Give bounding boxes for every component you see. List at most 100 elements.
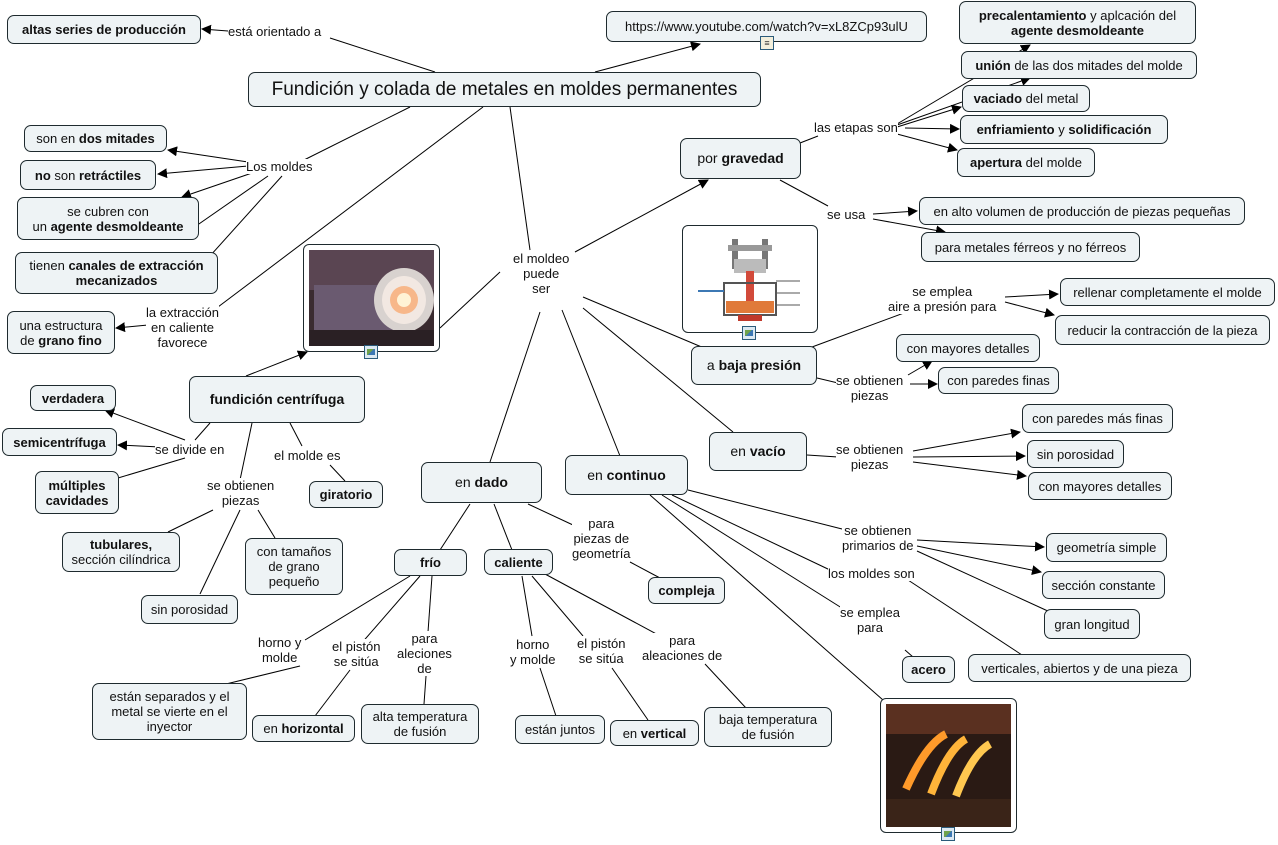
node-mayores-detalles-bp[interactable]: con mayores detalles bbox=[896, 334, 1040, 362]
node-verdadera[interactable]: verdadera bbox=[30, 385, 116, 411]
compleja-text: compleja bbox=[658, 583, 715, 598]
baja-temperatura-text: baja temperatura de fusión bbox=[718, 712, 818, 742]
image-centrifugal-casting[interactable] bbox=[303, 244, 440, 352]
node-por-gravedad[interactable]: por gravedad bbox=[680, 138, 801, 179]
giratorio-text: giratorio bbox=[319, 487, 373, 502]
node-horizontal[interactable]: en horizontal bbox=[252, 715, 355, 742]
rellenar-text: rellenar completamente el molde bbox=[1073, 284, 1262, 300]
node-union[interactable]: unión de las dos mitades del molde bbox=[961, 51, 1197, 79]
node-paredes-finas[interactable]: con paredes finas bbox=[938, 367, 1059, 394]
node-seccion-constante[interactable]: sección constante bbox=[1042, 571, 1165, 599]
node-semicentrifuga[interactable]: semicentrífuga bbox=[2, 428, 117, 456]
label-obtienen-centrifuga: se obtienen piezas bbox=[207, 478, 275, 508]
text-part: son bbox=[50, 167, 79, 183]
mayores-detalles-text: con mayores detalles bbox=[1038, 478, 1162, 494]
node-canales-extraccion[interactable]: tienen canales de extracción mecanizados bbox=[15, 252, 218, 294]
node-giratorio[interactable]: giratorio bbox=[309, 481, 383, 508]
node-enfriamiento[interactable]: enfriamiento y solidificación bbox=[960, 115, 1168, 144]
label-aleaciones-frio: para aleciones de bbox=[397, 631, 452, 676]
text-bold: unión bbox=[975, 57, 1011, 73]
node-en-dado[interactable]: en dado bbox=[421, 462, 542, 503]
node-vertical[interactable]: en vertical bbox=[610, 720, 699, 746]
reducir-text: reducir la contracción de la pieza bbox=[1067, 322, 1258, 338]
node-sin-porosidad-vacio[interactable]: sin porosidad bbox=[1027, 440, 1124, 468]
label-aleaciones-caliente: para aleaciones de bbox=[642, 633, 723, 663]
text-bold: precalentamiento bbox=[978, 7, 1087, 23]
main-topic-node[interactable]: Fundición y colada de metales en moldes … bbox=[248, 72, 761, 107]
centrifugal-casting-photo bbox=[309, 250, 434, 346]
separados-text: están separados y el metal se vierte en … bbox=[109, 689, 230, 734]
node-en-continuo[interactable]: en continuo bbox=[565, 455, 688, 495]
node-gran-longitud[interactable]: gran longitud bbox=[1044, 609, 1140, 639]
node-alto-volumen[interactable]: en alto volumen de producción de piezas … bbox=[919, 197, 1245, 225]
node-vaciado[interactable]: vaciado del metal bbox=[962, 85, 1090, 112]
text-bold: retráctiles bbox=[78, 167, 142, 183]
node-fundicion-centrifuga[interactable]: fundición centrífuga bbox=[189, 376, 365, 423]
sin-porosidad-text: sin porosidad bbox=[150, 602, 229, 617]
image-continuous-casting[interactable] bbox=[880, 698, 1017, 833]
multiples-text: múltiples cavidades bbox=[45, 477, 109, 508]
verdadera-text: verdadera bbox=[41, 390, 105, 406]
node-geometria-simple[interactable]: geometría simple bbox=[1046, 533, 1167, 562]
node-metales-ferreos[interactable]: para metales férreos y no férreos bbox=[921, 232, 1140, 262]
label-extraccion: la extracción en caliente favorece bbox=[146, 305, 219, 350]
document-icon[interactable]: ≡ bbox=[760, 36, 774, 50]
node-mayores-detalles-vacio[interactable]: con mayores detalles bbox=[1028, 472, 1172, 500]
label-obtienen-bp: se obtienen piezas bbox=[836, 373, 904, 403]
text-bold: agente desmoldeante bbox=[1011, 22, 1144, 38]
node-en-vacio[interactable]: en vacío bbox=[709, 432, 807, 471]
text-bold: baja presión bbox=[718, 357, 802, 373]
node-acero[interactable]: acero bbox=[902, 656, 955, 683]
text-bold: vacío bbox=[749, 443, 786, 459]
text-part: una estructura bbox=[19, 317, 103, 333]
text-part: son en bbox=[36, 131, 79, 146]
node-reducir[interactable]: reducir la contracción de la pieza bbox=[1055, 315, 1270, 345]
text-part: por bbox=[697, 150, 722, 166]
node-separados[interactable]: están separados y el metal se vierte en … bbox=[92, 683, 247, 740]
label-moldes-son: los moldes son bbox=[828, 566, 915, 581]
text-bold: no bbox=[34, 167, 51, 183]
label-text: se emplea aire a presión para bbox=[888, 284, 997, 314]
node-paredes-mas-finas[interactable]: con paredes más finas bbox=[1022, 404, 1173, 433]
node-baja-temperatura[interactable]: baja temperatura de fusión bbox=[704, 707, 832, 747]
label-etapas: las etapas son bbox=[814, 120, 898, 135]
text-part: de las dos mitades del molde bbox=[1010, 57, 1183, 73]
node-sin-porosidad-centrifuga[interactable]: sin porosidad bbox=[141, 595, 238, 624]
alto-volumen-text: en alto volumen de producción de piezas … bbox=[933, 203, 1231, 219]
text-bold: dos mitades bbox=[78, 131, 155, 146]
node-caliente[interactable]: caliente bbox=[484, 549, 553, 575]
label-text: se obtienen piezas bbox=[207, 478, 275, 508]
label-se-usa: se usa bbox=[827, 207, 866, 222]
node-apertura[interactable]: apertura del molde bbox=[957, 148, 1095, 177]
node-tubulares[interactable]: tubulares,sección cilíndrica bbox=[62, 532, 180, 572]
image-icon[interactable] bbox=[941, 827, 955, 841]
label-text: el moldeo puede ser bbox=[513, 251, 570, 296]
node-compleja[interactable]: compleja bbox=[648, 577, 725, 604]
node-frio[interactable]: frío bbox=[394, 549, 467, 576]
label-horno-frio: horno y molde bbox=[258, 635, 302, 665]
node-rellenar[interactable]: rellenar completamente el molde bbox=[1060, 278, 1275, 306]
node-grano-pequeno[interactable]: con tamaños de grano pequeño bbox=[245, 538, 343, 595]
text-part: del metal bbox=[1022, 91, 1079, 106]
text-bold: agente desmoldeante bbox=[50, 218, 184, 234]
acero-text: acero bbox=[911, 662, 946, 677]
node-verticales-abiertos[interactable]: verticales, abiertos y de una pieza bbox=[968, 654, 1191, 682]
image-icon[interactable] bbox=[364, 345, 378, 359]
node-baja-presion[interactable]: a baja presión bbox=[691, 346, 817, 385]
node-no-retractiles[interactable]: no son retráctiles bbox=[20, 160, 156, 190]
image-icon[interactable] bbox=[742, 326, 756, 340]
text-part: y aplcación del bbox=[1086, 7, 1177, 23]
node-multiples-cavidades[interactable]: múltiples cavidades bbox=[35, 471, 119, 514]
node-dos-mitades[interactable]: son en dos mitades bbox=[24, 125, 167, 152]
label-text: el pistón se sitúa bbox=[577, 636, 626, 666]
image-low-pressure-casting[interactable] bbox=[682, 225, 818, 333]
label-text: el pistón se sitúa bbox=[332, 639, 381, 669]
node-alta-temperatura[interactable]: alta temperatura de fusión bbox=[361, 704, 479, 744]
alta-temperatura-text: alta temperatura de fusión bbox=[372, 709, 468, 739]
node-altas-series[interactable]: altas series de producción bbox=[7, 15, 201, 44]
caliente-text: caliente bbox=[494, 554, 543, 570]
node-estan-juntos[interactable]: están juntos bbox=[515, 715, 605, 744]
